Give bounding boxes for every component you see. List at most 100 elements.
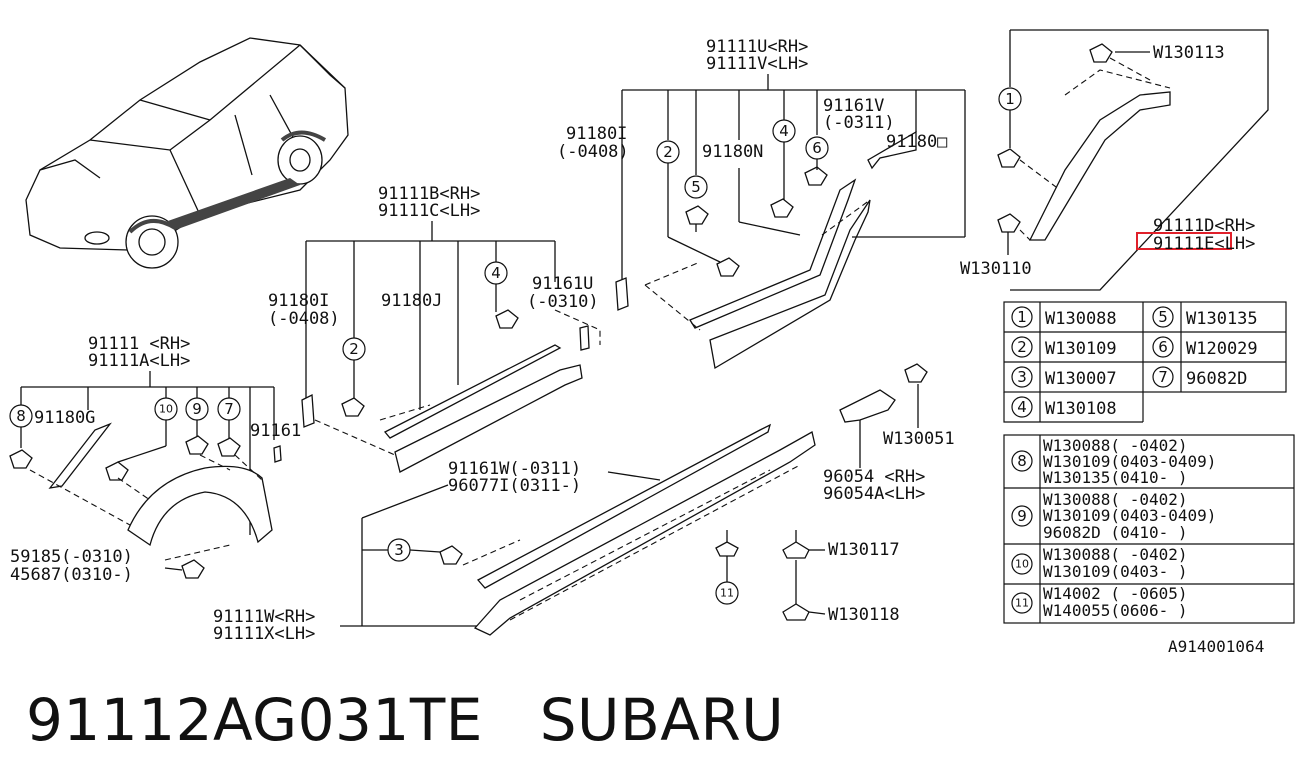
svg-text:W130109(0403-0409): W130109(0403-0409) [1043,506,1216,525]
callout-7-a: 7 [217,397,241,421]
svg-text:10: 10 [159,403,173,416]
svg-text:4: 4 [1017,398,1027,416]
range-row-10: 10 W130088( -0402) W130109(0403- ) [1011,545,1188,581]
group-91111u: 91111U<RH> 91111V<LH> 91180I (-0408) 911… [557,37,966,370]
svg-text:W130088( -0402): W130088( -0402) [1043,490,1188,509]
part-number: 91112AG031TE [26,686,483,754]
label-w130110: W130110 [960,259,1032,279]
label-91111w-rh: 91111W<RH> [213,607,315,627]
callout-3: 3 [387,538,411,562]
clip-fastener [105,461,129,481]
label-91180g: 91180G [34,408,95,428]
svg-text:8: 8 [16,407,26,425]
legend-row-2: 2 W130109 6 W120029 [1011,336,1258,359]
svg-text:2: 2 [1017,338,1027,356]
clip-fastener [181,559,205,579]
svg-text:2: 2 [663,143,673,161]
label-96054a-lh: 96054A<LH> [823,484,925,504]
callout-2-a: 2 [656,140,680,164]
label-91111x-lh: 91111X<LH> [213,624,315,644]
label-91180j: 91180J [381,291,442,311]
svg-text:W14002 ( -0605): W14002 ( -0605) [1043,584,1188,603]
svg-text:W130088( -0402): W130088( -0402) [1043,436,1188,455]
label-91180i-a: 91180I [566,124,627,144]
callout-1-a: 1 [998,87,1022,111]
svg-text:3: 3 [394,541,404,559]
callout-8-a: 8 [9,404,33,428]
svg-text:W140055(0606- ): W140055(0606- ) [1043,601,1188,620]
clip-fastener [804,166,828,186]
svg-text:9: 9 [1017,507,1027,525]
range-row-11: 11 W14002 ( -0605) W140055(0606- ) [1011,584,1188,620]
clip-fastener [185,435,209,455]
svg-text:8: 8 [1017,452,1027,470]
label-91161: 91161 [250,421,301,441]
svg-text:W130088: W130088 [1045,309,1117,329]
callout-5-a: 5 [684,175,708,199]
label-91111e-lh: 91111E<LH> [1153,234,1255,254]
callout-2-b: 2 [342,337,366,361]
group-91111b: 91111B<RH> 91111C<LH> 91180I (-0408) 911… [268,184,601,473]
callout-9-a: 9 [185,397,209,421]
svg-text:2: 2 [349,340,359,358]
brand-name: SUBARU [539,686,785,754]
svg-text:96082D: 96082D [1186,369,1247,389]
legend-row-4: 4 W130108 [1011,396,1117,419]
callout-4-a: 4 [772,119,796,143]
clip-fastener [770,198,794,218]
clip-fastener [217,437,241,457]
svg-text:6: 6 [1158,338,1168,356]
label-59185: 59185(-0310) [10,547,133,567]
svg-text:5: 5 [691,178,701,196]
svg-text:96082D (0410- ): 96082D (0410- ) [1043,523,1188,542]
svg-text:W130109(0403-0409): W130109(0403-0409) [1043,452,1216,471]
label-91111a-lh: 91111A<LH> [88,351,190,371]
clip-fastener [685,205,709,232]
svg-text:1: 1 [1005,90,1015,108]
range-row-8: 8 W130088( -0402) W130109(0403-0409) W13… [1011,436,1216,487]
label-91111c-lh: 91111C<LH> [378,201,480,221]
label-91180i-b-range: (-0408) [268,309,340,329]
legend-table: 1 W130088 5 W130135 2 W130109 6 W120029 … [1003,301,1287,423]
callout-4-b: 4 [484,261,508,285]
svg-text:W130108: W130108 [1045,399,1117,419]
highlight-box [1136,232,1232,250]
svg-text:W130007: W130007 [1045,369,1117,389]
label-91111b-rh: 91111B<RH> [378,184,480,204]
label-w130118: W130118 [828,605,900,625]
label-w130051: W130051 [883,429,955,449]
svg-text:7: 7 [224,400,234,418]
group-91111: 91111 <RH> 91111A<LH> 8 91180G 10 9 7 91… [9,334,301,585]
svg-text:6: 6 [812,139,822,157]
part-caption: 91112AG031TE SUBARU [26,686,784,754]
svg-text:4: 4 [491,264,501,282]
label-w130113: W130113 [1153,43,1225,63]
range-table: 8 W130088( -0402) W130109(0403-0409) W13… [1003,434,1295,624]
svg-text:3: 3 [1017,368,1027,386]
svg-text:W130088( -0402): W130088( -0402) [1043,545,1188,564]
svg-text:7: 7 [1158,368,1168,386]
label-91180o: 91180□ [886,132,948,152]
label-91161v: 91161V [823,96,884,116]
label-91111d-rh: 91111D<RH> [1153,216,1255,236]
clip-fastener [341,397,365,417]
clip-fastener [997,213,1021,233]
car-illustration [25,37,349,269]
label-91180n: 91180N [702,142,763,162]
label-91161w: 91161W(-0311) [448,459,581,479]
svg-text:W120029: W120029 [1186,339,1258,359]
label-91180i-b: 91180I [268,291,329,311]
clip-fastener [997,148,1021,168]
label-91111-rh: 91111 <RH> [88,334,190,354]
label-96077i: 96077I(0311-) [448,476,581,496]
label-96054-rh: 96054 <RH> [823,467,925,487]
svg-text:5: 5 [1158,308,1168,326]
clip-fastener [9,449,33,469]
label-91111u-rh: 91111U<RH> [706,37,808,57]
svg-text:W130109(0403- ): W130109(0403- ) [1043,562,1188,581]
svg-text:9: 9 [192,400,202,418]
clip-fastener [439,545,463,565]
label-45687: 45687(0310-) [10,565,133,585]
group-96054: W130051 96054 <RH> 96054A<LH> [823,363,955,504]
